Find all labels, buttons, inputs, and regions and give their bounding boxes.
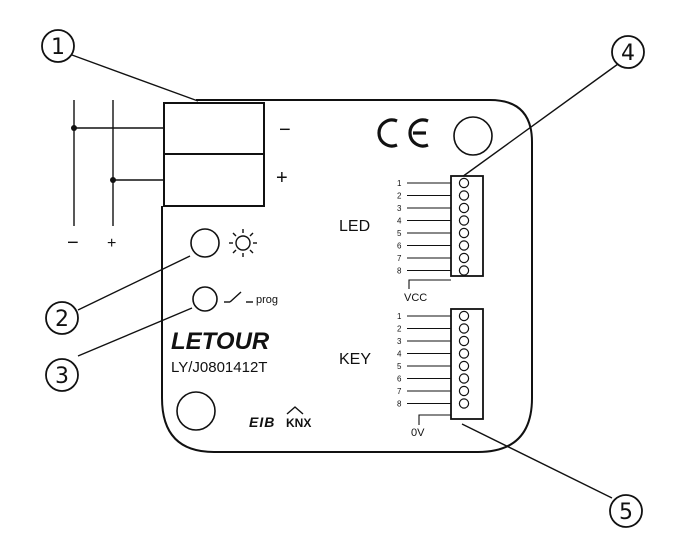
svg-text:4: 4 [621,41,635,66]
led-pin-hole-6 [458,240,470,251]
bus-junction-plus [110,177,116,183]
callout-1: 1 [41,29,75,63]
led-pin-hole-7 [458,252,470,264]
led-pin-hole-8 [458,265,470,276]
led-pin-label-1: 1 [397,179,402,188]
key-pin-hole-6 [458,373,470,384]
bus-minus-label: − [67,232,79,254]
led-pin-hole-4 [458,215,470,226]
prog-switch-icon [224,291,253,303]
status-led [190,228,220,258]
device-board [161,99,533,453]
svg-text:1: 1 [51,35,65,60]
key-pin-hole-2 [458,323,470,334]
led-pin-hole-5 [458,227,470,239]
led-pin-label-6: 6 [397,242,402,251]
callout-2: 2 [45,301,79,335]
prog-button [192,286,218,312]
led-pin-label-5: 5 [397,229,402,238]
svg-text:5: 5 [619,500,633,525]
key-pin-label-6: 6 [397,375,402,384]
key-connector-label: KEY [339,351,371,368]
svg-text:KNX: KNX [286,416,311,430]
led-pin-hole-3 [458,202,470,214]
key-pin-label-8: 8 [397,400,402,409]
led-pin-hole-1 [458,177,470,189]
svg-text:EIB: EIB [249,414,275,430]
callout-leaders [71,54,619,499]
callout-3: 3 [45,358,79,392]
knx-logo-icon: KNX [286,406,311,430]
vcc-label: VCC [404,292,427,304]
terminal-block [163,102,265,207]
key-pin-label-3: 3 [397,337,402,346]
key-pin-label-2: 2 [397,325,402,334]
mounting-hole-top [453,116,493,156]
callout-5: 5 [609,494,643,528]
key-pin-hole-4 [458,348,470,359]
zero-v-lead [418,414,451,425]
mounting-hole-bottom [176,391,216,431]
callout-4: 4 [611,35,645,69]
led-pin-label-7: 7 [397,254,402,263]
svg-text:2: 2 [55,307,69,332]
eib-logo-icon: EIB [249,414,275,430]
led-pin-label-4: 4 [397,217,402,226]
key-pin-label-1: 1 [397,312,402,321]
svg-text:3: 3 [55,364,69,389]
led-connector: 1 2 3 4 5 6 7 8 [397,175,484,277]
led-pin-hole-2 [458,190,470,201]
key-connector: 1 2 3 4 5 6 7 8 [397,308,484,420]
terminal-plus-label: + [276,167,288,189]
prog-label: prog [256,294,278,306]
ce-mark-icon [377,118,429,148]
key-pin-hole-8 [458,398,470,409]
led-indicator-icon [229,229,257,257]
terminal-minus-label: − [279,119,291,141]
key-pin-hole-7 [458,385,470,397]
key-pin-label-4: 4 [397,350,402,359]
zero-v-label: 0V [411,427,425,439]
vcc-lead [408,279,451,289]
led-pin-label-2: 2 [397,192,402,201]
led-pin-label-8: 8 [397,267,402,276]
bus-wires [73,100,164,226]
led-pin-label-3: 3 [397,204,402,213]
key-pin-label-5: 5 [397,362,402,371]
bus-junction-minus [71,125,77,131]
key-pin-label-7: 7 [397,387,402,396]
bus-plus-label: + [107,235,116,252]
key-pin-hole-3 [458,335,470,347]
brand-name: LETOUR [171,328,270,355]
key-pin-hole-1 [458,310,470,322]
key-pin-hole-5 [458,360,470,372]
led-connector-label: LED [339,218,370,235]
model-number: LY/J0801412T [171,359,267,376]
